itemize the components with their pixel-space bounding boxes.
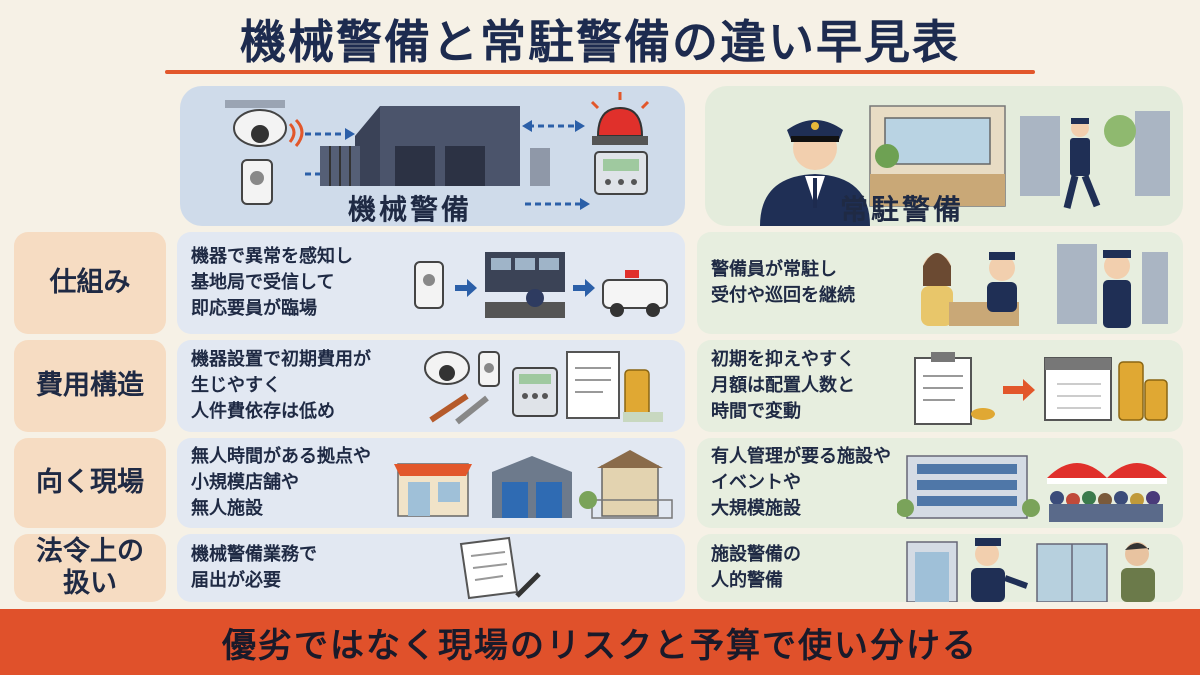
row-label-suitable-sites: 向く現場 xyxy=(14,438,166,528)
sensor-icon xyxy=(241,159,273,205)
cell-text: 警備員が常駐し 受付や巡回を継続 xyxy=(711,258,855,306)
footer-banner: 優劣ではなく現場のリスクと予算で使い分ける xyxy=(0,609,1200,675)
sensor-icon xyxy=(414,261,444,309)
control-panel-icon xyxy=(512,367,558,417)
row-label-legal: 法令上の 扱い xyxy=(14,534,166,602)
sensor-icon xyxy=(478,351,500,387)
cell-resident-sites: 有人管理が要る施設や イベントや 大規模施設 xyxy=(697,438,1183,528)
large-facility-illustration xyxy=(897,455,1167,522)
coin-stack-icon xyxy=(1118,361,1168,421)
tools-icon xyxy=(429,393,489,425)
row-label-cost: 費用構造 xyxy=(14,340,166,432)
title-underline xyxy=(165,70,1035,74)
visitor-figure-icon xyxy=(1121,542,1155,602)
cell-text: 施設警備の 人的警備 xyxy=(711,543,801,591)
cell-resident-cost: 初期を抑えやすく 月額は配置人数と 時間で変動 xyxy=(697,340,1183,432)
facility-security-illustration xyxy=(906,538,1155,602)
row-label-mechanism: 仕組み xyxy=(14,232,166,334)
building-icon xyxy=(320,106,550,186)
arrow-right-icon xyxy=(1003,379,1035,401)
resident-illustration xyxy=(760,105,1170,226)
security-camera-icon xyxy=(225,100,304,147)
coin-stack-icon xyxy=(623,369,663,422)
cell-resident-legal: 施設警備の 人的警備 xyxy=(697,534,1183,602)
cell-mechanical-mechanism: 機器で異常を感知し 基地局で受信して 即応要員が臨場 xyxy=(177,232,685,334)
monthly-cost-illustration xyxy=(914,352,1168,425)
mechanical-heading: 機械警備 xyxy=(348,193,473,226)
hero-mechanical: 機械警備 xyxy=(180,86,685,226)
guard-figure-icon xyxy=(971,538,1029,602)
office-building-icon xyxy=(897,455,1040,519)
mechanical-illustration xyxy=(225,92,650,210)
patrol-car-icon xyxy=(602,270,668,317)
unmanned-sites-illustration xyxy=(394,450,673,519)
cell-text: 機器設置で初期費用が 生じやすく 人件費依存は低め xyxy=(191,348,371,423)
cell-mechanical-sites: 無人時間がある拠点や 小規模店舗や 無人施設 xyxy=(177,438,685,528)
city-background-icon xyxy=(1020,111,1170,196)
cell-text: 無人時間がある拠点や 小規模店舗や 無人施設 xyxy=(191,445,371,520)
clipboard-icon xyxy=(914,352,995,425)
small-shop-icon xyxy=(394,463,472,517)
control-panel-icon xyxy=(594,151,648,195)
guard-figure-icon xyxy=(987,252,1017,312)
cell-text: 機器で異常を感知し 基地局で受信して 即応要員が臨場 xyxy=(191,245,353,320)
cell-text: 初期を抑えやすく 月額は配置人数と 時間で変動 xyxy=(711,348,855,423)
glass-door-icon xyxy=(1036,543,1108,602)
calendar-icon xyxy=(1044,357,1112,421)
page-title: 機械警備と常駐警備の違い早見表 xyxy=(240,15,960,69)
patrolling-guard-icon xyxy=(1057,244,1168,328)
cell-mechanical-legal: 機械警備業務で 届出が必要 xyxy=(177,534,685,602)
visitor-figure-icon xyxy=(921,253,953,326)
reception-patrol-illustration xyxy=(921,244,1168,328)
alarm-siren-icon xyxy=(590,92,650,145)
security-camera-icon xyxy=(424,351,470,385)
invoice-document-icon xyxy=(566,351,620,419)
notification-document-illustration xyxy=(459,536,541,600)
patrolling-guard-icon xyxy=(1063,118,1101,209)
event-crowd-icon xyxy=(1047,463,1167,522)
cell-mechanical-cost: 機器設置で初期費用が 生じやすく 人件費依存は低め xyxy=(177,340,685,432)
monitor-room-icon xyxy=(485,252,565,318)
cell-resident-mechanism: 警備員が常駐し 受付や巡回を継続 xyxy=(697,232,1183,334)
cell-text: 有人管理が要る施設や イベントや 大規模施設 xyxy=(711,445,891,520)
monitoring-flow-illustration xyxy=(414,252,668,318)
document-pen-icon xyxy=(459,536,541,600)
hero-resident: 常駐警備 xyxy=(705,86,1183,226)
resident-heading: 常駐警備 xyxy=(840,193,965,226)
row-label-legal-text: 法令上の 扱い xyxy=(36,535,144,599)
warehouse-icon xyxy=(492,456,572,518)
reception-booth-icon xyxy=(869,105,1006,207)
unmanned-facility-icon xyxy=(579,450,673,519)
guard-figure-icon xyxy=(760,120,870,226)
equipment-cost-illustration xyxy=(424,351,663,425)
cell-text: 機械警備業務で 届出が必要 xyxy=(191,543,317,591)
building-entrance-icon xyxy=(906,541,958,602)
